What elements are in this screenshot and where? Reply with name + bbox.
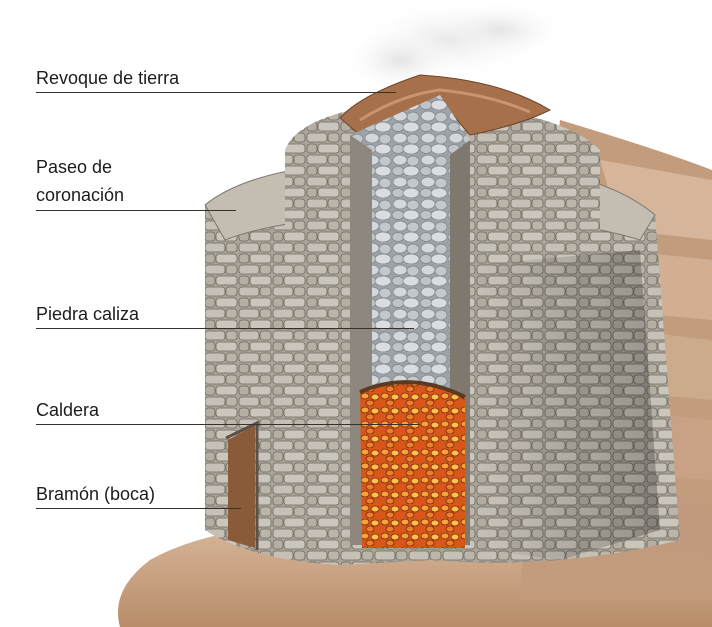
- label-piedra-caliza: Piedra caliza: [36, 303, 139, 325]
- label-bramon-boca: Bramón (boca): [36, 483, 155, 505]
- label-revoque-de-tierra: Revoque de tierra: [36, 67, 179, 89]
- label-paseo-line2: coronación: [36, 184, 124, 206]
- bramon-opening: [228, 425, 255, 548]
- revoque-leader: [36, 92, 396, 93]
- piedra-leader: [36, 328, 414, 329]
- label-paseo-line1: Paseo de: [36, 156, 112, 178]
- paseo-leader: [36, 210, 236, 211]
- bramon-leader: [36, 508, 241, 509]
- label-caldera: Caldera: [36, 399, 99, 421]
- caldera-fire: [360, 381, 465, 548]
- caldera-leader: [36, 424, 420, 425]
